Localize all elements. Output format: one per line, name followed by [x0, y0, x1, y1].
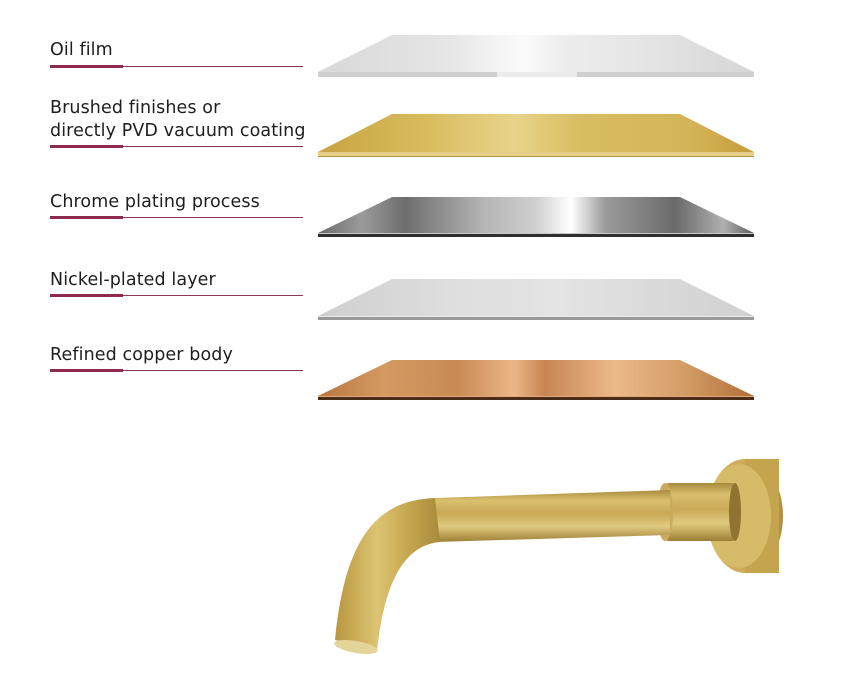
label-text: Chrome plating process: [50, 192, 260, 212]
label-text: Oil film: [50, 40, 113, 60]
plate-copper: [317, 359, 755, 405]
label-text-line2: directly PVD vacuum coating: [50, 121, 306, 141]
plate-oil-film: [317, 34, 755, 80]
plate-brass-pvd: [317, 113, 755, 159]
underline-chrome: [50, 216, 303, 219]
label-text: Nickel-plated layer: [50, 270, 216, 290]
plate-chrome: [317, 196, 755, 242]
label-copper: Refined copper body: [50, 344, 233, 367]
underline-accent: [50, 145, 123, 148]
label-chrome: Chrome plating process: [50, 191, 260, 214]
underline-accent: [50, 369, 123, 372]
underline-copper: [50, 369, 303, 372]
label-pvd: Brushed finishes or directly PVD vacuum …: [50, 97, 306, 143]
label-text-line1: Brushed finishes or: [50, 98, 221, 118]
label-nickel: Nickel-plated layer: [50, 269, 216, 292]
underline-oil-film: [50, 65, 303, 68]
underline-accent: [50, 216, 123, 219]
underline-accent: [50, 65, 123, 68]
underline-nickel: [50, 294, 303, 297]
label-oil-film: Oil film: [50, 39, 113, 62]
brushed-gold-spout-image: [315, 450, 785, 674]
label-text: Refined copper body: [50, 345, 233, 365]
plate-nickel: [317, 278, 755, 324]
underline-pvd: [50, 145, 303, 148]
underline-accent: [50, 294, 123, 297]
